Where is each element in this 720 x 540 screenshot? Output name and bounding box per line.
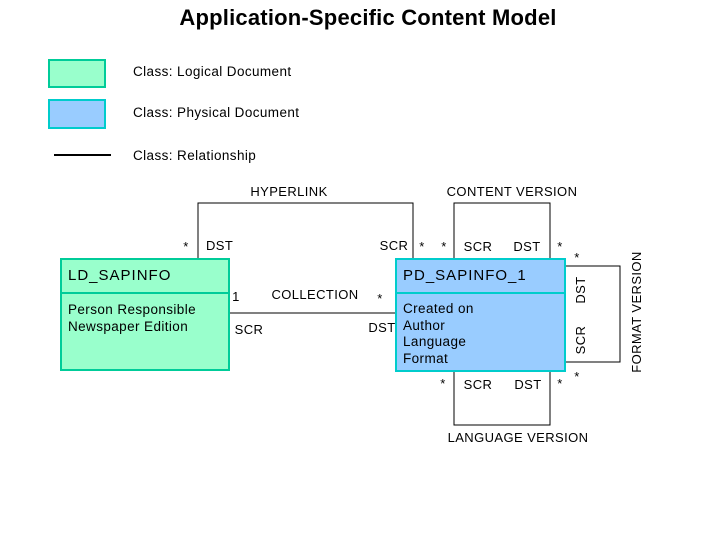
physical-document-swatch	[48, 99, 106, 129]
logical-document-swatch	[48, 59, 106, 88]
relationship-label-language-version: LANGUAGE VERSION	[447, 430, 589, 445]
cardinality-label: *	[441, 239, 447, 254]
role-label: DST	[206, 238, 234, 253]
page-title: Application-Specific Content Model	[179, 5, 557, 30]
role-label: SCR	[379, 238, 409, 253]
class-attribute: Format	[403, 350, 449, 366]
legend-label-physical: Class: Physical Document	[133, 105, 300, 120]
class-attributes: Person Responsible Newspaper Edition	[62, 294, 228, 335]
language-version-line	[453, 372, 551, 426]
hyperlink-line	[197, 202, 414, 258]
legend-label-logical: Class: Logical Document	[133, 64, 292, 79]
role-label: SCR	[234, 322, 264, 337]
role-label: DST	[513, 239, 541, 254]
class-attribute: Author	[403, 317, 446, 333]
cardinality-label: *	[377, 291, 383, 306]
class-title: PD_SAPINFO_1	[397, 260, 564, 294]
class-attribute: Language	[403, 334, 467, 349]
class-attribute: Person Responsible	[68, 302, 197, 317]
cardinality-label: *	[574, 369, 580, 384]
cardinality-label: 1	[232, 289, 240, 304]
class-title: LD_SAPINFO	[62, 260, 228, 294]
role-label: SCR	[573, 325, 588, 355]
relationship-label-hyperlink: HYPERLINK	[250, 184, 328, 199]
class-box-pd-sapinfo-1: PD_SAPINFO_1 Created on Author Language …	[395, 258, 566, 372]
class-attribute: Created on	[403, 301, 474, 316]
cardinality-label: *	[183, 239, 189, 254]
relationship-label-format-version: FORMAT VERSION	[629, 251, 644, 373]
cardinality-label: *	[557, 239, 563, 254]
legend-label-relationship: Class: Relationship	[133, 148, 257, 163]
role-label: DST	[514, 377, 542, 392]
role-label: DST	[368, 320, 396, 335]
class-box-ld-sapinfo: LD_SAPINFO Person Responsible Newspaper …	[60, 258, 230, 371]
cardinality-label: *	[440, 376, 446, 391]
class-attributes: Created on Author Language Format	[397, 294, 564, 367]
cardinality-label: *	[574, 250, 580, 265]
format-version-line	[566, 265, 621, 363]
relationship-label-content-version: CONTENT VERSION	[446, 184, 578, 199]
role-label: SCR	[463, 239, 493, 254]
relationship-line-swatch	[54, 154, 111, 156]
role-label: SCR	[463, 377, 493, 392]
cardinality-label: *	[419, 239, 425, 254]
role-label: DST	[573, 276, 588, 304]
cardinality-label: *	[557, 376, 563, 391]
content-version-line	[453, 202, 551, 258]
relationship-label-collection: COLLECTION	[271, 287, 359, 302]
class-attribute: Newspaper Edition	[68, 319, 189, 334]
